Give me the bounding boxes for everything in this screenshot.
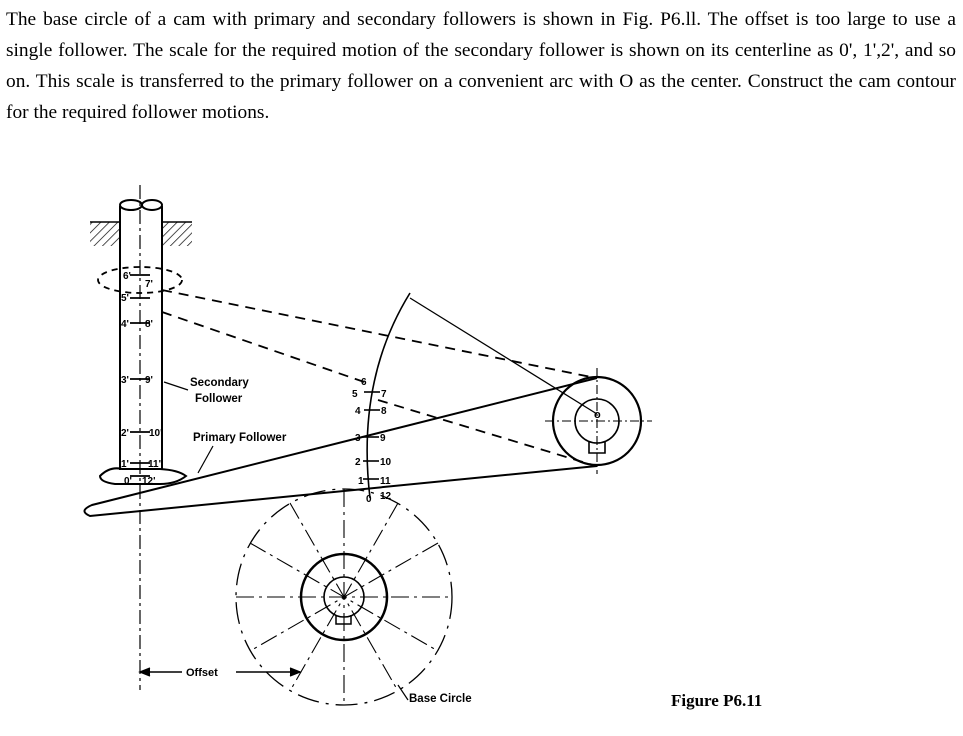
scale-label-7p: 7' bbox=[145, 279, 153, 290]
frame-guide-right bbox=[162, 221, 192, 246]
base-circle-leader bbox=[397, 684, 409, 701]
transfer-arc bbox=[366, 292, 411, 499]
offset-dimension bbox=[138, 667, 302, 677]
scale-label-10p: 10' bbox=[149, 428, 163, 439]
scale-label-1p: 1' bbox=[121, 459, 129, 470]
figure-caption: Figure P6.11 bbox=[671, 691, 763, 710]
scale-label-4p: 4' bbox=[121, 319, 129, 330]
base-circle-label: Base Circle bbox=[409, 693, 472, 705]
scale-label-12p: 12' bbox=[142, 476, 156, 487]
frame-guide-left bbox=[90, 221, 120, 246]
primary-follower-arm bbox=[83, 377, 598, 518]
scale-label-3p: 3' bbox=[121, 375, 129, 386]
secondary-follower-leader bbox=[163, 381, 189, 391]
arc-label-2: 2 bbox=[355, 457, 361, 468]
arc-label-5: 5 bbox=[352, 389, 358, 400]
offset-label: Offset bbox=[186, 667, 218, 679]
secondary-follower-rod bbox=[119, 199, 163, 470]
arc-label-9: 9 bbox=[380, 433, 386, 444]
arc-label-0: 0 bbox=[366, 494, 372, 505]
scale-label-9p: 9' bbox=[145, 375, 153, 386]
secondary-follower-foot bbox=[98, 467, 188, 485]
secondary-follower-label-line1: Secondary bbox=[190, 377, 249, 389]
scale-label-6p: 6' bbox=[123, 271, 131, 282]
arc-radius-line bbox=[409, 297, 598, 415]
problem-statement: The base circle of a cam with primary an… bbox=[6, 9, 956, 123]
arc-label-4: 4 bbox=[355, 406, 361, 417]
scale-label-8p: 8' bbox=[145, 319, 153, 330]
secondary-follower-label-line2: Follower bbox=[195, 393, 243, 405]
transfer-lines bbox=[161, 289, 597, 467]
secondary-scale-ticks bbox=[130, 274, 150, 477]
arc-label-7: 7 bbox=[381, 389, 387, 400]
arc-label-8: 8 bbox=[381, 406, 387, 417]
primary-follower-label: Primary Follower bbox=[193, 432, 287, 444]
scale-label-5p: 5' bbox=[121, 293, 129, 304]
pivot-o-label: o bbox=[594, 409, 601, 421]
scale-label-0p: 0' bbox=[124, 476, 132, 487]
arc-label-10: 10 bbox=[380, 457, 392, 468]
base-circle-radial-lines bbox=[236, 489, 452, 705]
primary-follower-leader bbox=[197, 445, 214, 474]
arc-label-12: 12 bbox=[380, 491, 392, 502]
arc-label-11: 11 bbox=[380, 476, 391, 487]
scale-label-2p: 2' bbox=[121, 428, 129, 439]
pivot-crosshair bbox=[545, 368, 652, 474]
arc-label-6: 6 bbox=[361, 377, 367, 388]
scale-label-11p: 11' bbox=[148, 459, 161, 470]
arc-label-1: 1 bbox=[358, 476, 364, 487]
